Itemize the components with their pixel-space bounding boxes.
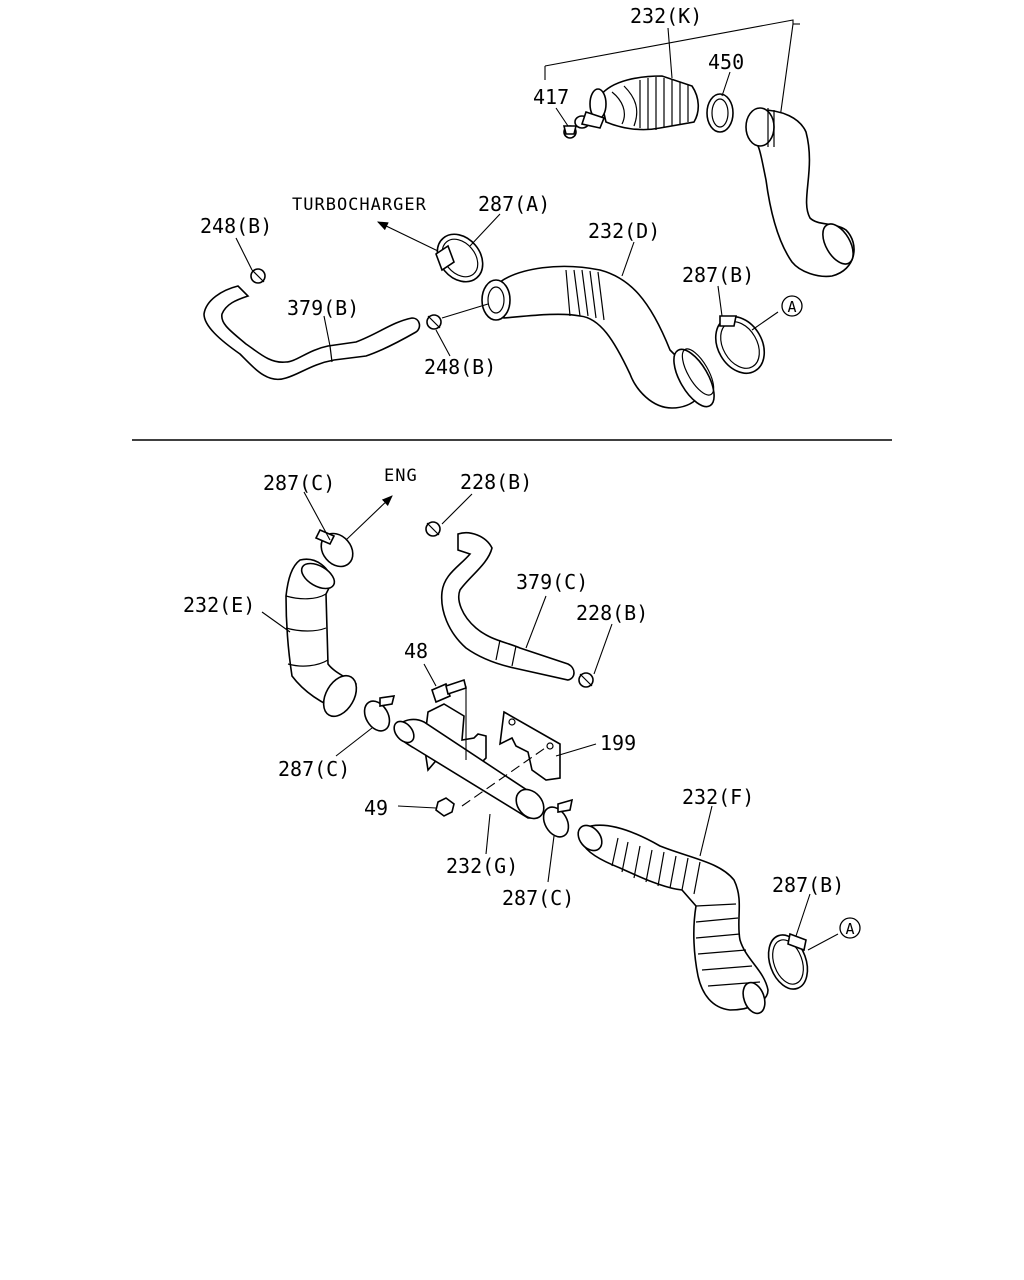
label-287c-bottom: 287(C)	[502, 886, 574, 910]
label-48: 48	[404, 639, 428, 663]
label-287b-bottom: 287(B)	[772, 873, 844, 897]
label-199: 199	[600, 731, 636, 755]
label-49: 49	[364, 796, 388, 820]
clip-248b-top	[250, 268, 266, 284]
label-417: 417	[533, 85, 569, 109]
label-232f: 232(F)	[682, 785, 754, 809]
leaders-bottom	[261, 491, 839, 951]
clip-248b-bottom	[426, 314, 442, 330]
pipe-232g	[393, 686, 545, 820]
label-287a: 287(A)	[478, 192, 550, 216]
label-228b-top: 228(B)	[460, 470, 532, 494]
label-232g: 232(G)	[446, 854, 518, 878]
clamp-287c-top	[314, 528, 354, 568]
bolt-48	[431, 678, 467, 704]
clamp-287c-left	[363, 695, 396, 732]
clip-417	[562, 125, 578, 139]
plate-199	[461, 710, 561, 807]
ring-450	[706, 93, 734, 133]
eng-arrow	[345, 495, 393, 541]
label-287c-top: 287(C)	[263, 471, 335, 495]
pipe-upper-right	[745, 107, 855, 278]
label-228b-bottom: 228(B)	[576, 601, 648, 625]
clip-228b-bottom	[578, 672, 594, 688]
label-287c-left: 287(C)	[278, 757, 350, 781]
hose-232d	[481, 265, 715, 409]
hose-379c	[440, 532, 575, 681]
nut-49	[435, 797, 455, 817]
label-232d: 232(D)	[588, 219, 660, 243]
clamp-287a	[435, 233, 484, 283]
ref-a-top-label: A	[787, 298, 796, 316]
label-248b-bottom: 248(B)	[424, 355, 496, 379]
hose-232f	[577, 824, 769, 1015]
label-379c: 379(C)	[516, 570, 588, 594]
label-232e: 232(E)	[183, 593, 255, 617]
clamp-287c-bottom	[542, 798, 574, 838]
label-232k: 232(K)	[630, 4, 702, 28]
label-turbocharger: TURBOCHARGER	[292, 195, 427, 215]
ref-a-top: A	[781, 295, 803, 317]
turbocharger-arrow	[377, 221, 441, 253]
hose-232k	[574, 75, 700, 131]
clip-228b-top	[425, 521, 441, 537]
label-450: 450	[708, 50, 744, 74]
bracket-232k	[544, 19, 800, 119]
ref-a-bottom-label: A	[845, 920, 854, 938]
ref-a-bottom: A	[839, 917, 861, 939]
clamp-287b-bottom	[767, 932, 809, 990]
hose-379b	[203, 285, 421, 381]
label-287b-top: 287(B)	[682, 263, 754, 287]
hose-232e	[285, 558, 358, 718]
label-248b-top: 248(B)	[200, 214, 272, 238]
leaders-top	[235, 27, 779, 357]
label-eng: ENG	[384, 466, 418, 486]
label-379b: 379(B)	[287, 296, 359, 320]
clamp-287b-top	[714, 315, 766, 375]
